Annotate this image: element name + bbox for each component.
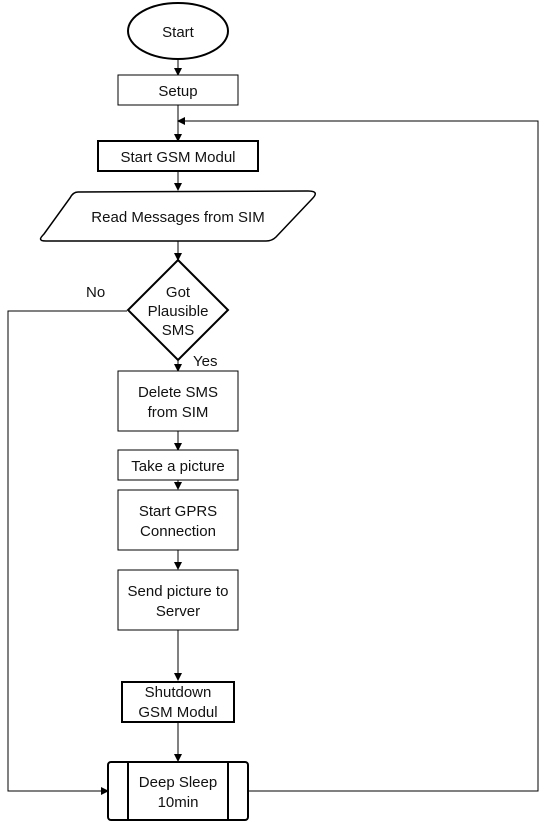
- take-picture-label: Take a picture: [131, 458, 224, 475]
- start-gsm-box: Start GSM Modul: [97, 140, 259, 172]
- setup-box: Setup: [117, 74, 239, 106]
- deep-sleep-line-1: Deep Sleep: [139, 774, 217, 791]
- start-terminal: Start: [127, 2, 229, 60]
- arrow-loop-back: [177, 117, 539, 792]
- decision-diamond: Got Plausible SMS: [126, 258, 230, 362]
- take-picture-box: Take a picture: [117, 449, 239, 481]
- start-label: Start: [162, 24, 195, 41]
- arrow-no-branch: [7, 310, 127, 795]
- deep-sleep-process: Deep Sleep 10min: [107, 761, 249, 821]
- read-messages-io: Read Messages from SIM: [39, 190, 316, 242]
- send-picture-line-2: Server: [156, 603, 200, 620]
- yes-label: Yes: [193, 353, 217, 370]
- delete-sms-line-1: Delete SMS: [138, 384, 218, 401]
- decision-line-3: SMS: [162, 322, 195, 339]
- no-label: No: [86, 284, 105, 301]
- start-gprs-box: Start GPRS Connection: [117, 489, 239, 551]
- setup-label: Setup: [158, 83, 197, 100]
- delete-sms-box: Delete SMS from SIM: [117, 370, 239, 432]
- deep-sleep-line-2: 10min: [158, 794, 199, 811]
- delete-sms-line-2: from SIM: [148, 404, 209, 421]
- send-picture-line-1: Send picture to: [128, 583, 229, 600]
- decision-line-2: Plausible: [148, 303, 209, 320]
- shutdown-gsm-line-2: GSM Modul: [138, 704, 217, 721]
- shutdown-gsm-line-1: Shutdown: [145, 684, 212, 701]
- decision-line-1: Got: [166, 284, 191, 301]
- send-picture-box: Send picture to Server: [117, 569, 239, 631]
- shutdown-gsm-box: Shutdown GSM Modul: [121, 681, 235, 723]
- start-gprs-line-1: Start GPRS: [139, 503, 217, 520]
- start-gsm-label: Start GSM Modul: [120, 149, 235, 166]
- connectors: [7, 59, 539, 795]
- read-messages-label: Read Messages from SIM: [91, 209, 264, 226]
- start-gprs-line-2: Connection: [140, 523, 216, 540]
